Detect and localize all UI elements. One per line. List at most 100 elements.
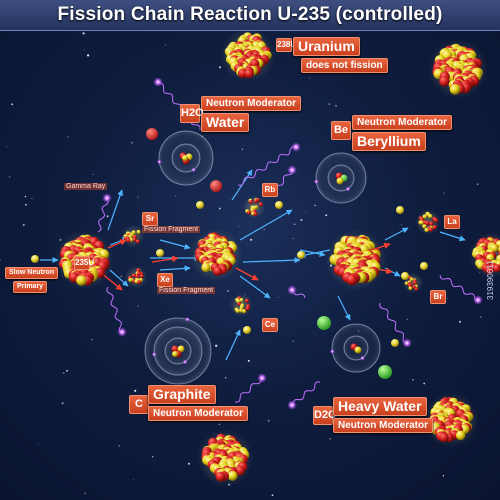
neutron-arrow [225, 329, 241, 361]
neutron-in-nucleus [449, 84, 461, 95]
gamma-photon [287, 400, 297, 410]
proton [245, 298, 249, 303]
deuterium-atom [378, 365, 392, 379]
star [225, 377, 227, 379]
heavy-water-label: Heavy Water [333, 397, 427, 416]
gamma-waves [97, 77, 483, 410]
star [151, 455, 154, 458]
star [292, 340, 294, 343]
gamma-photon [102, 193, 112, 203]
beryllium-label: Beryllium [352, 132, 426, 151]
beryllium-atom [313, 152, 367, 204]
proton [432, 225, 437, 230]
gamma-wave [235, 376, 262, 403]
star [187, 462, 190, 465]
gamma-wave [292, 381, 321, 407]
neutron-in-nucleus [76, 275, 87, 286]
fragment-arrow [235, 267, 259, 281]
strontium-fragment [121, 224, 145, 248]
deuterium-atom [317, 316, 331, 330]
proton [245, 306, 250, 311]
electron [156, 159, 162, 165]
neutron-in-nucleus [455, 430, 466, 441]
uranium-235-nucleus-right [324, 228, 388, 292]
atom-core-particle [354, 346, 362, 354]
star [83, 49, 85, 50]
beryllium-moderator-caption: Neutron Moderator [352, 115, 452, 130]
neutron-in-nucleus [422, 214, 427, 219]
star [134, 389, 137, 392]
proton [237, 301, 242, 306]
star [400, 224, 402, 226]
star [459, 320, 462, 323]
water-atom [156, 130, 214, 186]
electron [184, 316, 190, 322]
star [446, 297, 448, 299]
star [226, 289, 230, 293]
u235-symbol: 235U [74, 256, 94, 270]
free-neutron [243, 326, 251, 334]
atom-core-particle [182, 155, 188, 161]
bromine-symbol: Br [430, 290, 446, 304]
neutron-arrow [239, 209, 293, 241]
star [476, 183, 479, 185]
star [132, 479, 134, 481]
neutrons [31, 201, 428, 347]
star [335, 105, 337, 107]
neutron-in-nucleus [428, 213, 433, 219]
proton [413, 281, 417, 285]
gamma-photon [117, 327, 127, 337]
neutron-arrow [159, 265, 191, 272]
star [66, 369, 68, 372]
neutron-in-nucleus [227, 470, 238, 481]
star [412, 378, 414, 381]
graphite-moderator-caption: Neutron Moderator [148, 406, 248, 421]
free-neutron [297, 251, 305, 259]
neutron-in-nucleus [419, 220, 424, 225]
strontium-symbol: Sr [142, 212, 158, 226]
neutron-arrow [239, 275, 271, 299]
star [309, 78, 311, 79]
star [120, 275, 123, 278]
neutron-in-nucleus [239, 298, 244, 302]
uranium-symbol-text: 238U [277, 40, 297, 49]
neutron-in-nucleus [404, 281, 409, 286]
proton [253, 199, 258, 204]
uranium-238-nucleus-top [220, 27, 276, 83]
proton [439, 76, 450, 87]
neutron-arrow [439, 231, 466, 242]
star [91, 339, 93, 341]
star [6, 146, 8, 148]
star [175, 195, 177, 197]
star [131, 141, 133, 144]
proton [428, 227, 433, 232]
gamma-wave [237, 146, 297, 186]
star [267, 419, 270, 422]
proton [485, 266, 494, 275]
moderator-atoms [144, 128, 392, 385]
uranium-symbol: 238U [276, 38, 296, 52]
neutron-paths [40, 169, 466, 361]
star [480, 316, 482, 318]
star [328, 103, 331, 106]
neutron-arrow [384, 267, 401, 277]
star [67, 136, 69, 138]
uranium-235-nucleus-edge [469, 232, 500, 278]
star [218, 423, 221, 426]
uranium-238-nucleus-right [428, 39, 488, 99]
proton [131, 273, 136, 278]
star [442, 474, 445, 477]
gamma-ray-label: Gamma Ray [64, 183, 108, 190]
star [106, 215, 109, 218]
proton [433, 218, 439, 223]
gamma-wave [379, 302, 408, 344]
proton [247, 210, 252, 215]
star [304, 211, 306, 213]
neutron-in-nucleus [128, 278, 133, 282]
star [24, 195, 27, 198]
neutron-in-nucleus [242, 309, 247, 314]
neutron-in-nucleus [136, 229, 141, 234]
neutron-in-nucleus [201, 262, 211, 273]
proton [258, 202, 263, 207]
